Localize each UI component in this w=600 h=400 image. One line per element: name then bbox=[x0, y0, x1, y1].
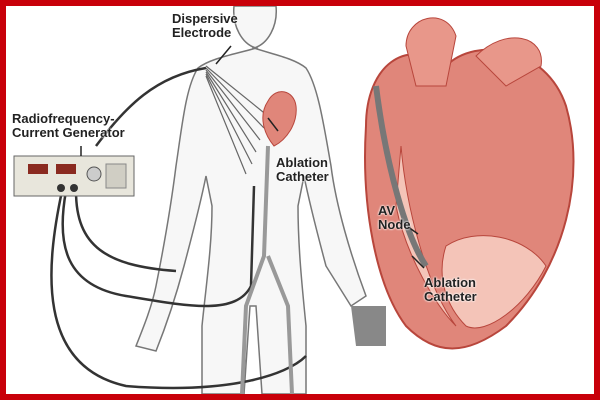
label-line: Electrode bbox=[172, 25, 232, 40]
label-line: Node bbox=[378, 217, 411, 232]
label-line: Radiofrequency- bbox=[12, 111, 115, 126]
label-line: Current Generator bbox=[12, 125, 125, 140]
av-node-label: AV Node bbox=[378, 204, 411, 232]
radiofrequency-generator bbox=[13, 155, 135, 197]
label-line: Ablation bbox=[276, 155, 328, 170]
label-line: Dispersive bbox=[172, 11, 238, 26]
electrode-wires bbox=[205, 65, 269, 175]
cables bbox=[50, 66, 307, 390]
vessels bbox=[240, 145, 294, 394]
heart-cross-section bbox=[351, 17, 575, 350]
label-pointers bbox=[80, 45, 425, 269]
ablation-catheter-label-body: Ablation Catheter bbox=[276, 156, 329, 184]
generator-label: Radiofrequency- Current Generator bbox=[12, 112, 125, 140]
human-body-outline bbox=[134, 6, 367, 394]
label-line: Ablation bbox=[424, 275, 476, 290]
label-line: AV bbox=[378, 203, 396, 218]
label-line: Catheter bbox=[276, 169, 329, 184]
ablation-catheter-label-heart: Ablation Catheter bbox=[424, 276, 477, 304]
small-heart bbox=[262, 91, 297, 147]
dispersive-electrode-label: Dispersive Electrode bbox=[172, 12, 238, 40]
ablation-illustration bbox=[13, 6, 575, 394]
label-line: Catheter bbox=[424, 289, 477, 304]
